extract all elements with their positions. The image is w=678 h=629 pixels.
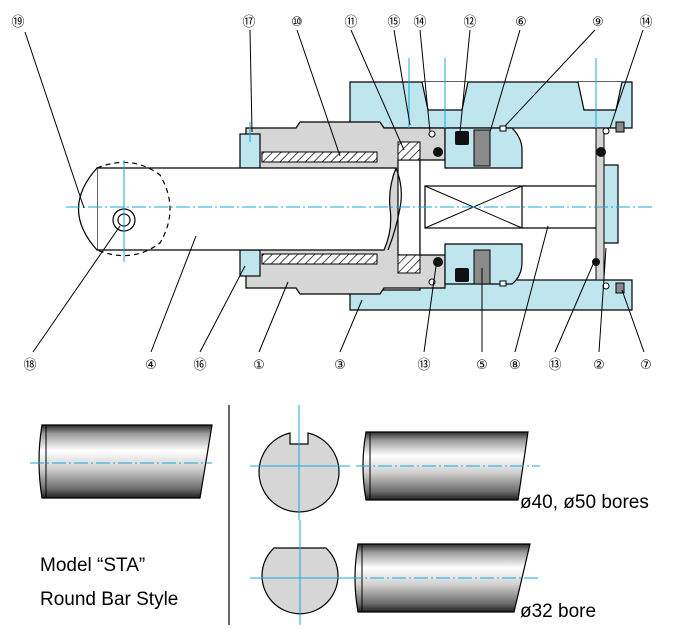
port-right [577,81,623,111]
snap-ring-bottom [615,282,625,294]
magnet-top [473,129,491,167]
callout-6: ⑥ [515,15,527,30]
callout-13-right: ⑬ [548,358,561,373]
rod-side-view-32 [348,543,540,613]
bore-32-label: ø32 bore [520,601,596,622]
piston-rod [96,167,397,251]
rod-seal-bottom [397,254,421,274]
callout-4: ④ [145,358,157,373]
head-o-ring-bottom [592,258,600,266]
o-ring-tube-left [428,130,436,138]
callout-5: ⑤ [476,358,488,373]
callout-11: ⑪ [344,15,357,30]
callout-12: ⑫ [463,15,476,30]
cylinder-assembly [66,58,652,311]
snap-ring-top [615,121,625,133]
callout-8: ⑧ [509,358,521,373]
head-small-ring-top [602,127,610,135]
rod-seal-top [397,141,421,161]
callout-2: ② [593,358,605,373]
wear-ring-bottom [499,280,507,287]
callout-7: ⑦ [640,358,652,373]
rod-side-view-40-50 [356,431,540,501]
callout-19: ⑲ [11,15,24,30]
callout-13-left: ⑬ [417,358,430,373]
callout-14-upper-right: ⑭ [639,15,652,30]
bore-40-50-label: ø40, ø50 bores [520,492,649,513]
callout-15: ⑮ [387,15,400,30]
rod-end-solid [78,167,98,251]
rod-end-dashed [96,161,171,257]
head-o-ring-top [596,147,606,157]
rod-bushing-bottom [261,253,378,265]
callout-1: ① [253,358,265,373]
callout-14-upper-left: ⑭ [413,15,426,30]
rod-break-line [387,167,402,251]
end-view-keyway [250,405,350,520]
callouts: ⑲ ⑰ ⑩ ⑪ ⑮ ⑭ ⑫ ⑥ ⑨ ⑭ ⑱ ④ ⑯ ① ③ ⑬ ⑤ ⑧ ⑬ ② … [11,15,652,373]
piston-seal-bottom [455,268,469,282]
wiper-ring-bottom [239,249,261,277]
rod-bushing-top [261,151,378,163]
end-view-flat [250,520,350,625]
leader-lines [24,29,645,353]
cushion-seal-top [433,147,443,157]
round-bar-rod-view [30,424,213,499]
callout-16: ⑯ [193,358,206,373]
callout-10: ⑩ [291,15,303,30]
callout-9: ⑨ [592,15,604,30]
model-label: Model “STA” [40,555,145,576]
cushion-seal-bottom [433,257,443,267]
style-label: Round Bar Style [40,589,178,610]
head-cover-plate [595,127,605,281]
callout-3: ③ [334,358,346,373]
piston-seal-top [455,131,469,145]
callout-18: ⑱ [23,358,36,373]
wear-ring-top [499,125,507,132]
callout-17: ⑰ [242,15,255,30]
